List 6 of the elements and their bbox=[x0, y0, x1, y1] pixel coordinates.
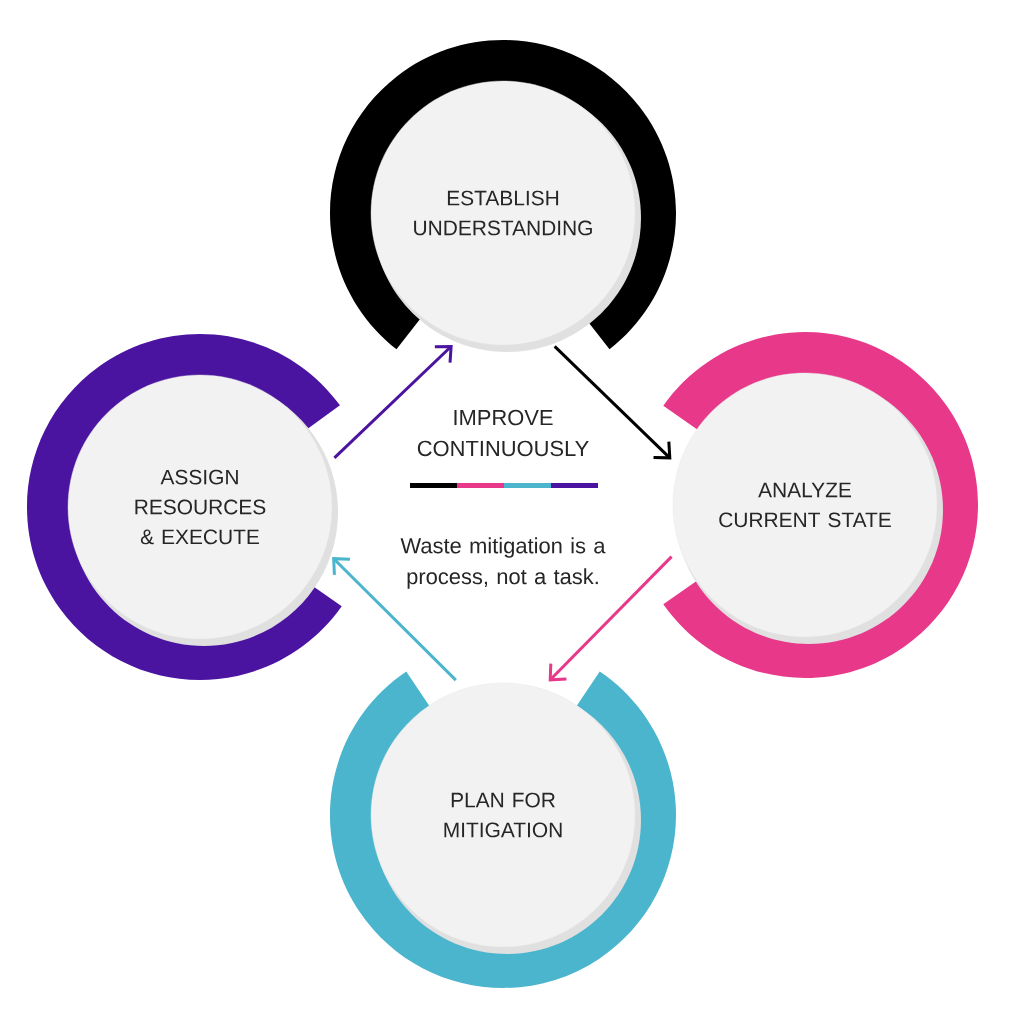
arrow bbox=[332, 557, 457, 682]
arrow bbox=[553, 345, 672, 460]
heading: IMPROVE CONTINUOUSLY bbox=[417, 409, 589, 457]
note-text: Waste mitigation is a process, not a task. bbox=[400, 537, 606, 589]
arrow bbox=[548, 555, 673, 682]
arrow bbox=[333, 344, 453, 459]
